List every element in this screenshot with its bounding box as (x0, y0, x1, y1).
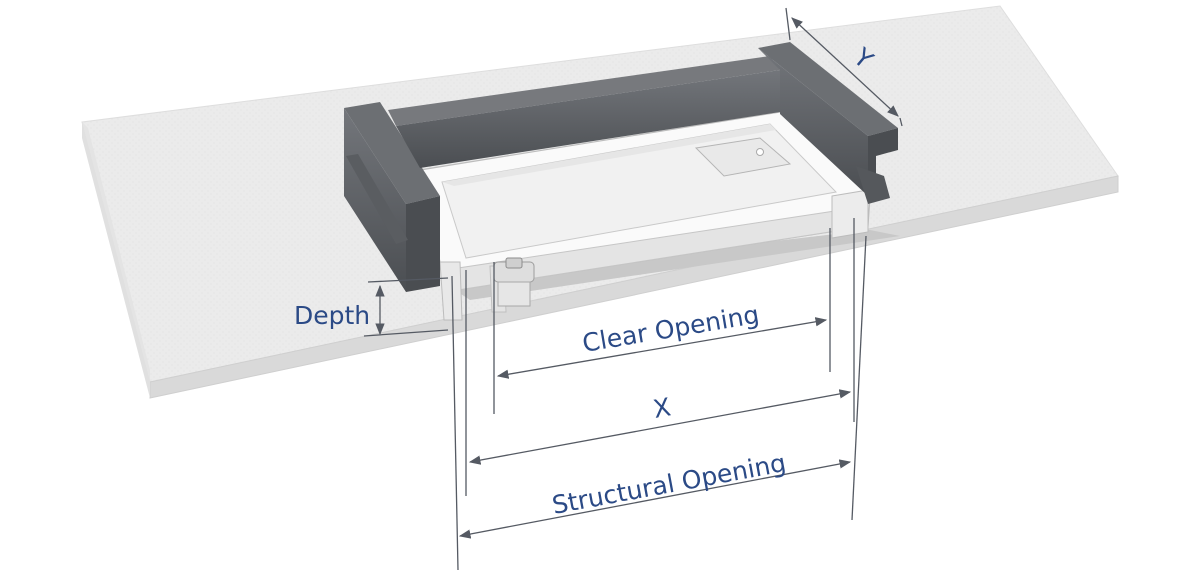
y-extension-bottom (899, 117, 903, 127)
left-steel-channel (344, 102, 440, 292)
y-dimension-line (791, 17, 899, 117)
y-extension-top (785, 7, 791, 41)
left-channel-face (406, 196, 440, 292)
structural-opening-left-extension (451, 275, 459, 571)
tray-inner-wall (442, 124, 776, 186)
structural-opening-right-extension (851, 235, 867, 521)
tray-corner-post (831, 189, 869, 239)
back-channel-face (396, 70, 780, 168)
lifting-key-hole (756, 148, 764, 156)
access-cover-tray (419, 111, 871, 321)
structural-opening-dimension-line (458, 459, 852, 539)
structural-opening (440, 230, 900, 300)
x-dimension-line (468, 389, 852, 465)
depth-extension-top (367, 277, 449, 283)
back-channel-top (388, 56, 780, 126)
lifting-key-plate (694, 137, 792, 177)
right-channel-bottom-flange (856, 166, 890, 204)
lock-fitting (493, 257, 535, 307)
x-label: X (651, 392, 673, 424)
back-steel-channel (388, 56, 780, 168)
slab-left-edge (82, 122, 150, 398)
left-channel-bottom-flange (346, 154, 408, 244)
clear-opening-dimension-line (496, 317, 828, 379)
opening-shadow (440, 230, 900, 300)
right-channel-web (758, 48, 868, 196)
tray-front-left-post (439, 261, 463, 321)
structural-opening-label: Structural Opening (550, 448, 788, 520)
depth-label: Depth (294, 301, 370, 330)
dimension-annotations (363, 7, 903, 571)
left-channel-top (344, 102, 440, 204)
clear-opening-label: Clear Opening (580, 300, 761, 358)
